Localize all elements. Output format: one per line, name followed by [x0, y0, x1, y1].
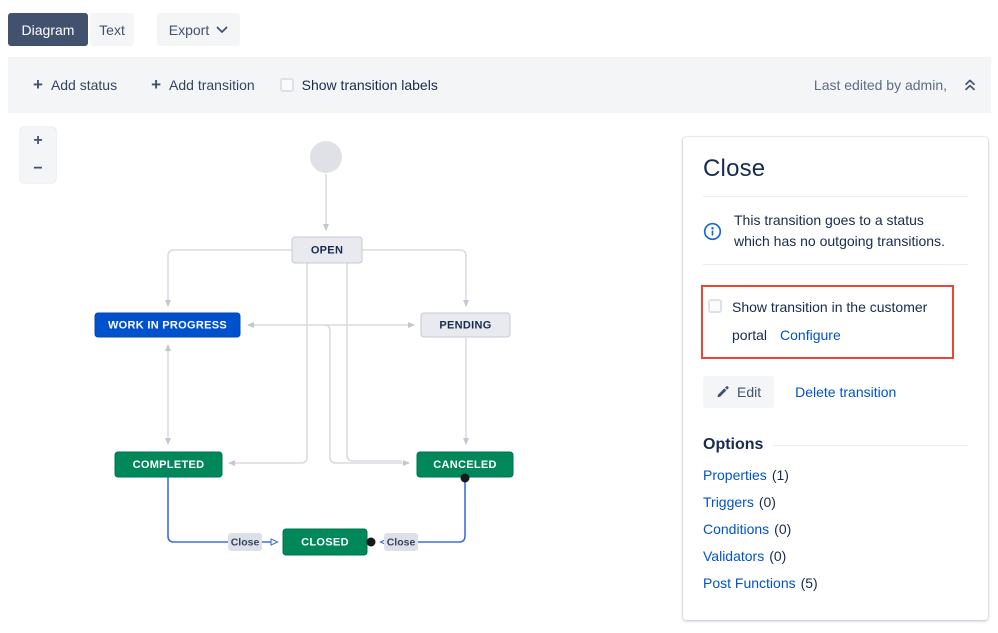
transition-label-close-left[interactable]: Close: [228, 533, 262, 551]
option-link[interactable]: Validators: [703, 547, 765, 564]
edge-open-completed[interactable]: [228, 263, 308, 466]
plus-icon: +: [151, 74, 162, 94]
edit-button[interactable]: Edit: [703, 376, 775, 408]
zoom-out-button[interactable]: −: [20, 155, 56, 183]
start-node[interactable]: [310, 141, 342, 173]
svg-text:Close: Close: [387, 537, 416, 549]
status-node-canceled[interactable]: CANCELED: [416, 451, 514, 478]
option-validators[interactable]: Validators (0): [703, 542, 968, 569]
option-count: (0): [758, 493, 776, 510]
export-button-label: Export: [168, 21, 210, 38]
plus-icon: +: [33, 74, 43, 94]
option-properties[interactable]: Properties (1): [703, 461, 968, 488]
edge-canceled-closed[interactable]: [381, 478, 466, 542]
chevron-down-icon: [216, 26, 228, 33]
transition-endpoint-handle[interactable]: [366, 537, 376, 547]
show-transition-labels-toggle[interactable]: Show transition labels: [279, 77, 438, 93]
add-status-button[interactable]: + Add status: [33, 74, 118, 94]
info-text: This transition goes to a status which h…: [734, 212, 945, 249]
add-transition-button[interactable]: + Add transition: [151, 74, 255, 94]
configure-link[interactable]: Configure: [780, 327, 841, 343]
status-label-pending: PENDING: [439, 320, 491, 332]
option-conditions[interactable]: Conditions (0): [703, 515, 968, 542]
status-node-closed[interactable]: CLOSED: [282, 528, 368, 556]
option-link[interactable]: Triggers: [703, 493, 754, 510]
zoom-in-button[interactable]: +: [20, 127, 56, 155]
status-label-open: OPEN: [311, 245, 343, 257]
tab-diagram[interactable]: Diagram: [8, 13, 88, 46]
edge-completed-closed[interactable]: [167, 477, 277, 542]
edge-wip-canceled[interactable]: [323, 324, 410, 466]
show-transition-labels-checkbox[interactable]: [279, 78, 294, 92]
option-count: (5): [800, 574, 818, 591]
transition-actions: Edit Delete transition: [703, 376, 968, 408]
edge-open-pending[interactable]: [362, 249, 469, 307]
option-count: (1): [771, 466, 789, 483]
transition-label-close-right[interactable]: Close: [384, 533, 418, 551]
option-count: (0): [769, 547, 787, 564]
option-link[interactable]: Properties: [703, 466, 767, 483]
status-node-work-in-progress[interactable]: WORK IN PROGRESS: [94, 312, 241, 338]
diagram-toolbar: + Add status + Add transition Show trans…: [8, 57, 991, 113]
info-icon: [703, 222, 722, 240]
info-message: This transition goes to a status which h…: [703, 210, 968, 252]
option-count: (0): [774, 520, 792, 537]
svg-text:Close: Close: [231, 537, 260, 549]
add-status-label: Add status: [50, 77, 118, 93]
workflow-diagram: OPEN WORK IN PROGRESS PENDING COMPLETED …: [94, 141, 514, 556]
export-button[interactable]: Export: [157, 13, 240, 46]
options-rule: [773, 444, 968, 446]
divider: [703, 264, 968, 265]
status-label-work-in-progress: WORK IN PROGRESS: [108, 320, 227, 332]
status-label-canceled: CANCELED: [433, 459, 497, 471]
transition-endpoint-handle[interactable]: [460, 473, 470, 483]
tab-text[interactable]: Text: [90, 13, 134, 46]
collapse-toolbar-button[interactable]: [961, 76, 979, 94]
option-post-functions[interactable]: Post Functions (5): [703, 569, 968, 596]
option-triggers[interactable]: Triggers (0): [703, 488, 968, 515]
status-label-completed: COMPLETED: [133, 459, 205, 471]
option-link[interactable]: Post Functions: [703, 574, 796, 591]
status-node-completed[interactable]: COMPLETED: [114, 451, 223, 478]
show-transition-portal-label: Show transition in the customer portal: [732, 299, 928, 343]
edge-open-canceled[interactable]: [346, 263, 402, 462]
show-transition-labels-label: Show transition labels: [301, 77, 438, 93]
status-node-pending[interactable]: PENDING: [420, 312, 511, 338]
divider: [703, 196, 968, 197]
double-chevron-up-icon: [965, 79, 975, 91]
options-list: Properties (1) Triggers (0) Conditions (…: [703, 461, 968, 596]
transition-detail-panel: Close This transition goes to a status w…: [683, 137, 988, 620]
last-edited-text: Last edited by admin,: [813, 77, 947, 93]
pencil-icon: [717, 385, 729, 397]
status-node-open[interactable]: OPEN: [291, 236, 363, 264]
add-transition-label: Add transition: [169, 77, 255, 93]
delete-transition-link[interactable]: Delete transition: [795, 384, 897, 400]
option-link[interactable]: Conditions: [703, 520, 770, 537]
options-header: Options: [703, 436, 968, 454]
status-label-closed: CLOSED: [301, 537, 349, 549]
edge-open-wip[interactable]: [165, 249, 292, 307]
show-transition-portal-checkbox[interactable]: [708, 299, 722, 313]
zoom-controls: + −: [20, 127, 56, 183]
panel-title: Close: [703, 155, 766, 182]
edit-button-label: Edit: [737, 384, 762, 400]
options-title: Options: [703, 436, 764, 453]
